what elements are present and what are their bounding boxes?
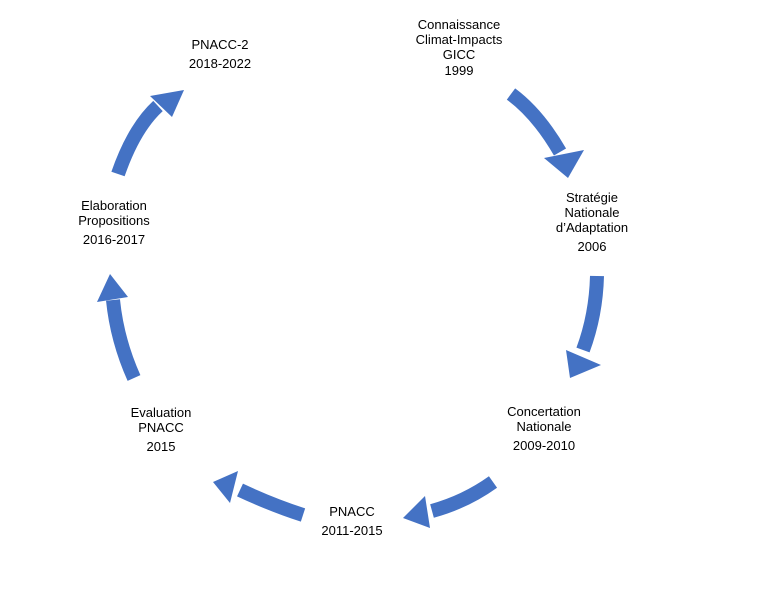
node-strategie-year: 2006 <box>577 239 607 254</box>
node-concertation-year: 2009-2010 <box>512 438 576 453</box>
node-evaluation-year: 2015 <box>146 439 176 454</box>
arrow-evaluation-to-elaboration <box>97 274 141 381</box>
node-elaboration: Elaboration Propositions 2016-2017 <box>54 198 174 247</box>
node-strategie-line-2: Nationale <box>564 205 620 220</box>
node-gicc-line-2: Climat-Impacts <box>415 32 503 47</box>
node-pnacc-line-1: PNACC <box>329 504 375 519</box>
node-strategie-line-1: Stratégie <box>565 190 619 205</box>
node-gicc: Connaissance Climat-Impacts GICC 1999 <box>399 17 519 78</box>
node-elaboration-year: 2016-2017 <box>82 232 146 247</box>
node-elaboration-line-2: Propositions <box>78 213 150 228</box>
node-gicc-year: 1999 <box>444 63 474 78</box>
node-pnacc2-year: 2018-2022 <box>188 56 252 71</box>
node-evaluation: Evaluation PNACC 2015 <box>101 405 221 454</box>
node-pnacc: PNACC 2011-2015 <box>292 504 412 538</box>
node-gicc-line-3: GICC <box>442 47 476 62</box>
node-concertation: Concertation Nationale 2009-2010 <box>484 404 604 453</box>
node-elaboration-line-1: Elaboration <box>81 198 147 213</box>
node-evaluation-line-1: Evaluation <box>130 405 192 420</box>
arrow-elaboration-to-pnacc2 <box>111 90 184 177</box>
node-evaluation-line-2: PNACC <box>138 420 184 435</box>
node-gicc-line-1: Connaissance <box>417 17 501 32</box>
arrow-gicc-to-strategie <box>506 88 584 178</box>
arrow-strategie-to-concertation <box>566 275 604 378</box>
node-pnacc2-line-1: PNACC-2 <box>191 37 249 52</box>
node-pnacc-year: 2011-2015 <box>321 523 383 538</box>
node-strategie-line-3: d’Adaptation <box>555 220 629 235</box>
arrow-pnacc-to-evaluation <box>213 471 306 522</box>
node-strategie: Stratégie Nationale d’Adaptation 2006 <box>532 190 652 254</box>
node-concertation-line-1: Concertation <box>507 404 581 419</box>
node-pnacc2: PNACC-2 2018-2022 <box>160 37 280 71</box>
arrow-concertation-to-pnacc <box>403 476 498 528</box>
node-concertation-line-2: Nationale <box>516 419 572 434</box>
